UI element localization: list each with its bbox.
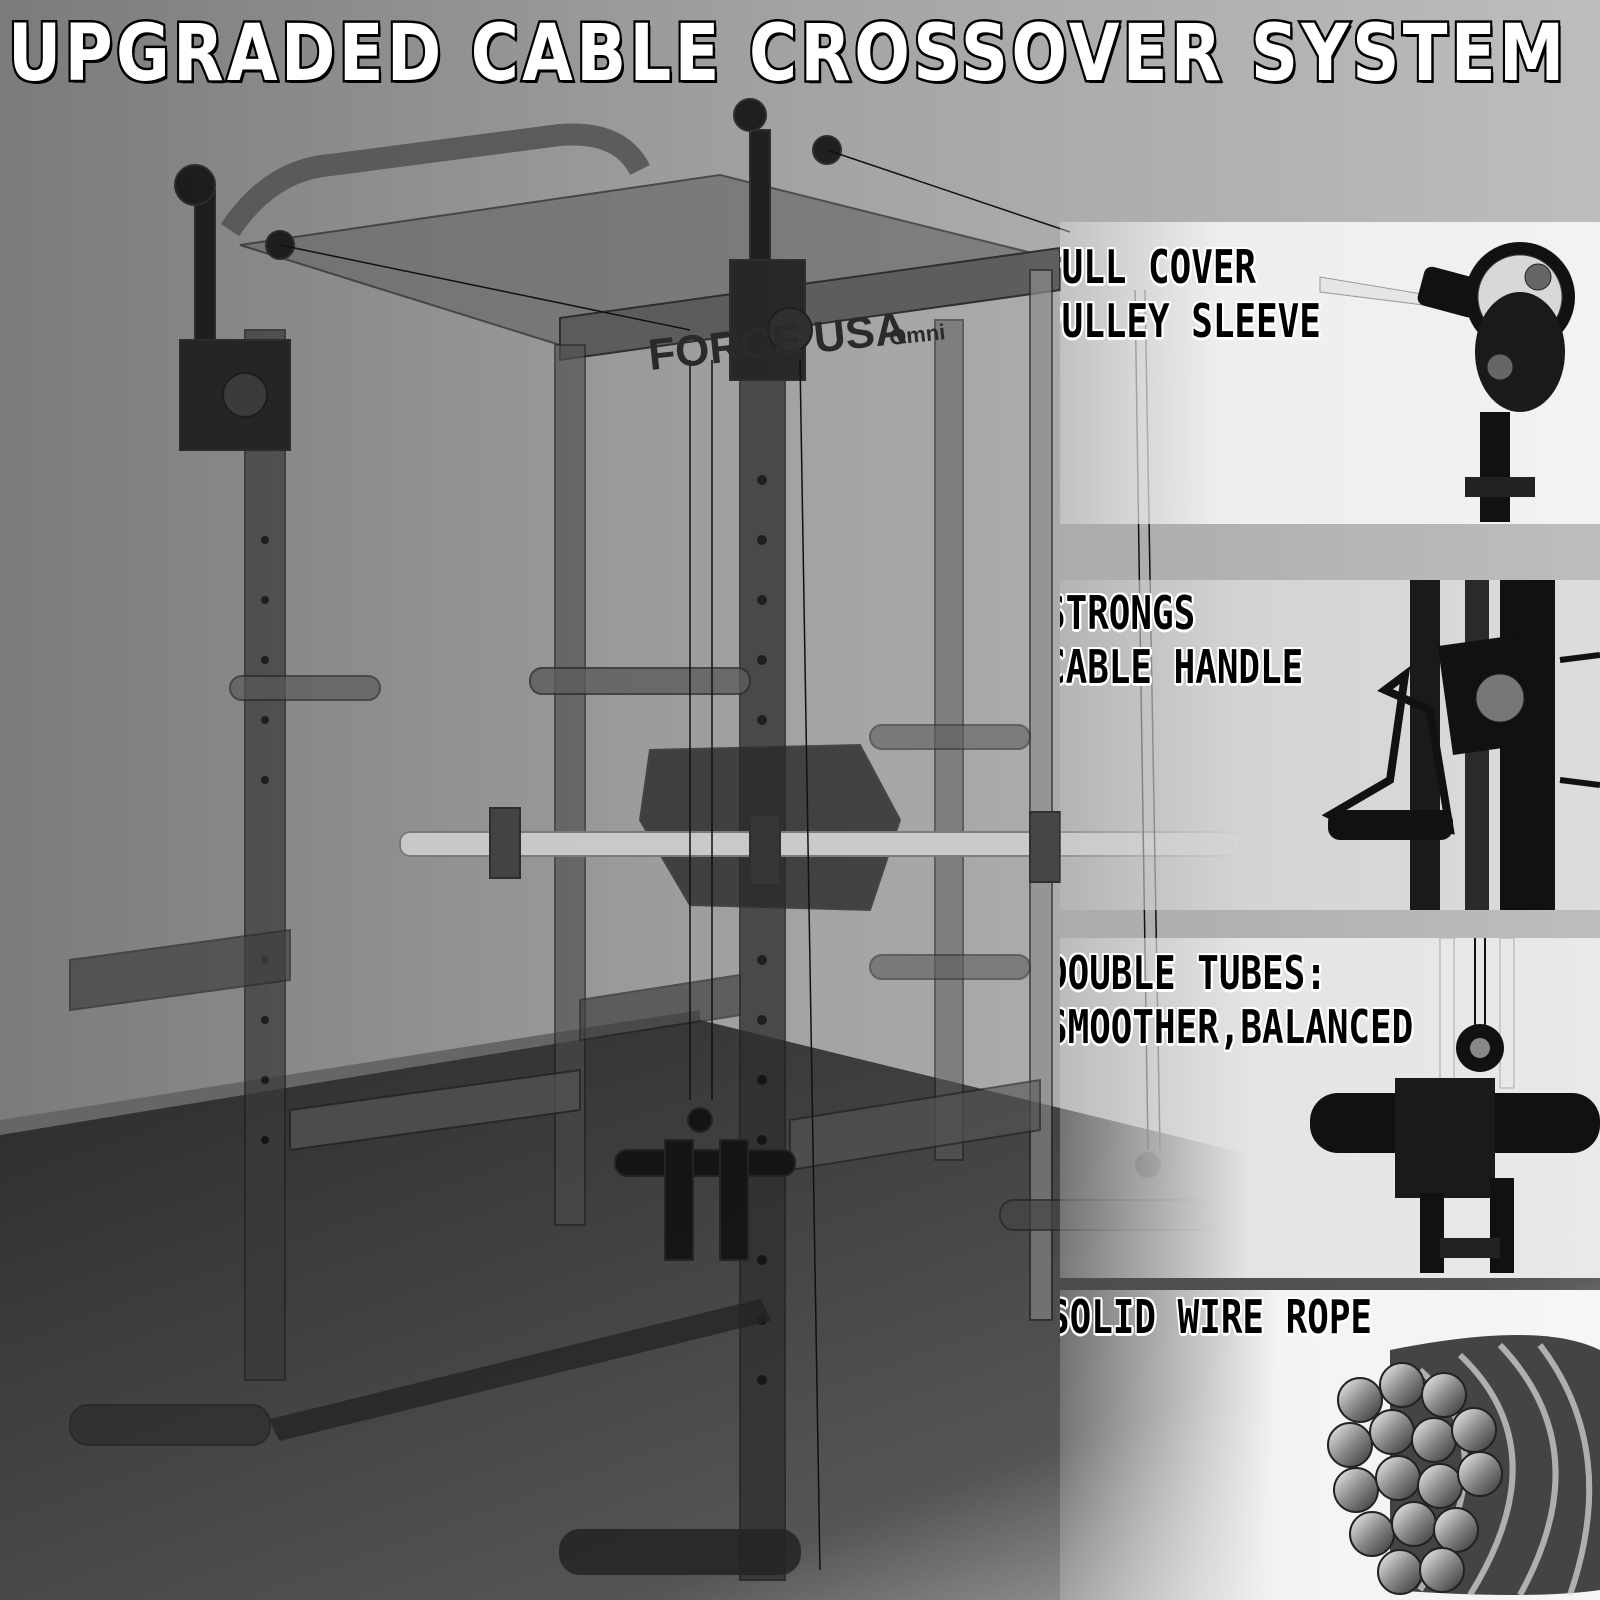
pulley-icon (1319, 242, 1575, 522)
wire-rope-icon (1327, 1335, 1600, 1597)
feature-panel-handle: STRONGS CABLE HANDLE (1060, 580, 1600, 910)
page-title: UPGRADED CABLE CROSSOVER SYSTEM (6, 7, 1568, 102)
brand-model: Omni (888, 319, 947, 350)
feature-caption-rope: SOLID WIRE ROPE (1060, 1290, 1373, 1344)
feature-caption-handle: STRONGS CABLE HANDLE (1060, 586, 1304, 694)
feature-panel-rope: SOLID WIRE ROPE (1060, 1290, 1600, 1600)
feature-panel-tubes: DOUBLE TUBES: SMOOTHER,BALANCED (1060, 938, 1600, 1278)
feature-caption-tubes: DOUBLE TUBES: SMOOTHER,BALANCED (1060, 946, 1414, 1054)
feature-panel-pulley: FULL COVER PULLEY SLEEVE (1060, 222, 1600, 524)
feature-caption-pulley: FULL COVER PULLEY SLEEVE (1060, 240, 1321, 348)
cable-handle-icon (1321, 580, 1600, 910)
double-tube-icon (1310, 938, 1600, 1273)
